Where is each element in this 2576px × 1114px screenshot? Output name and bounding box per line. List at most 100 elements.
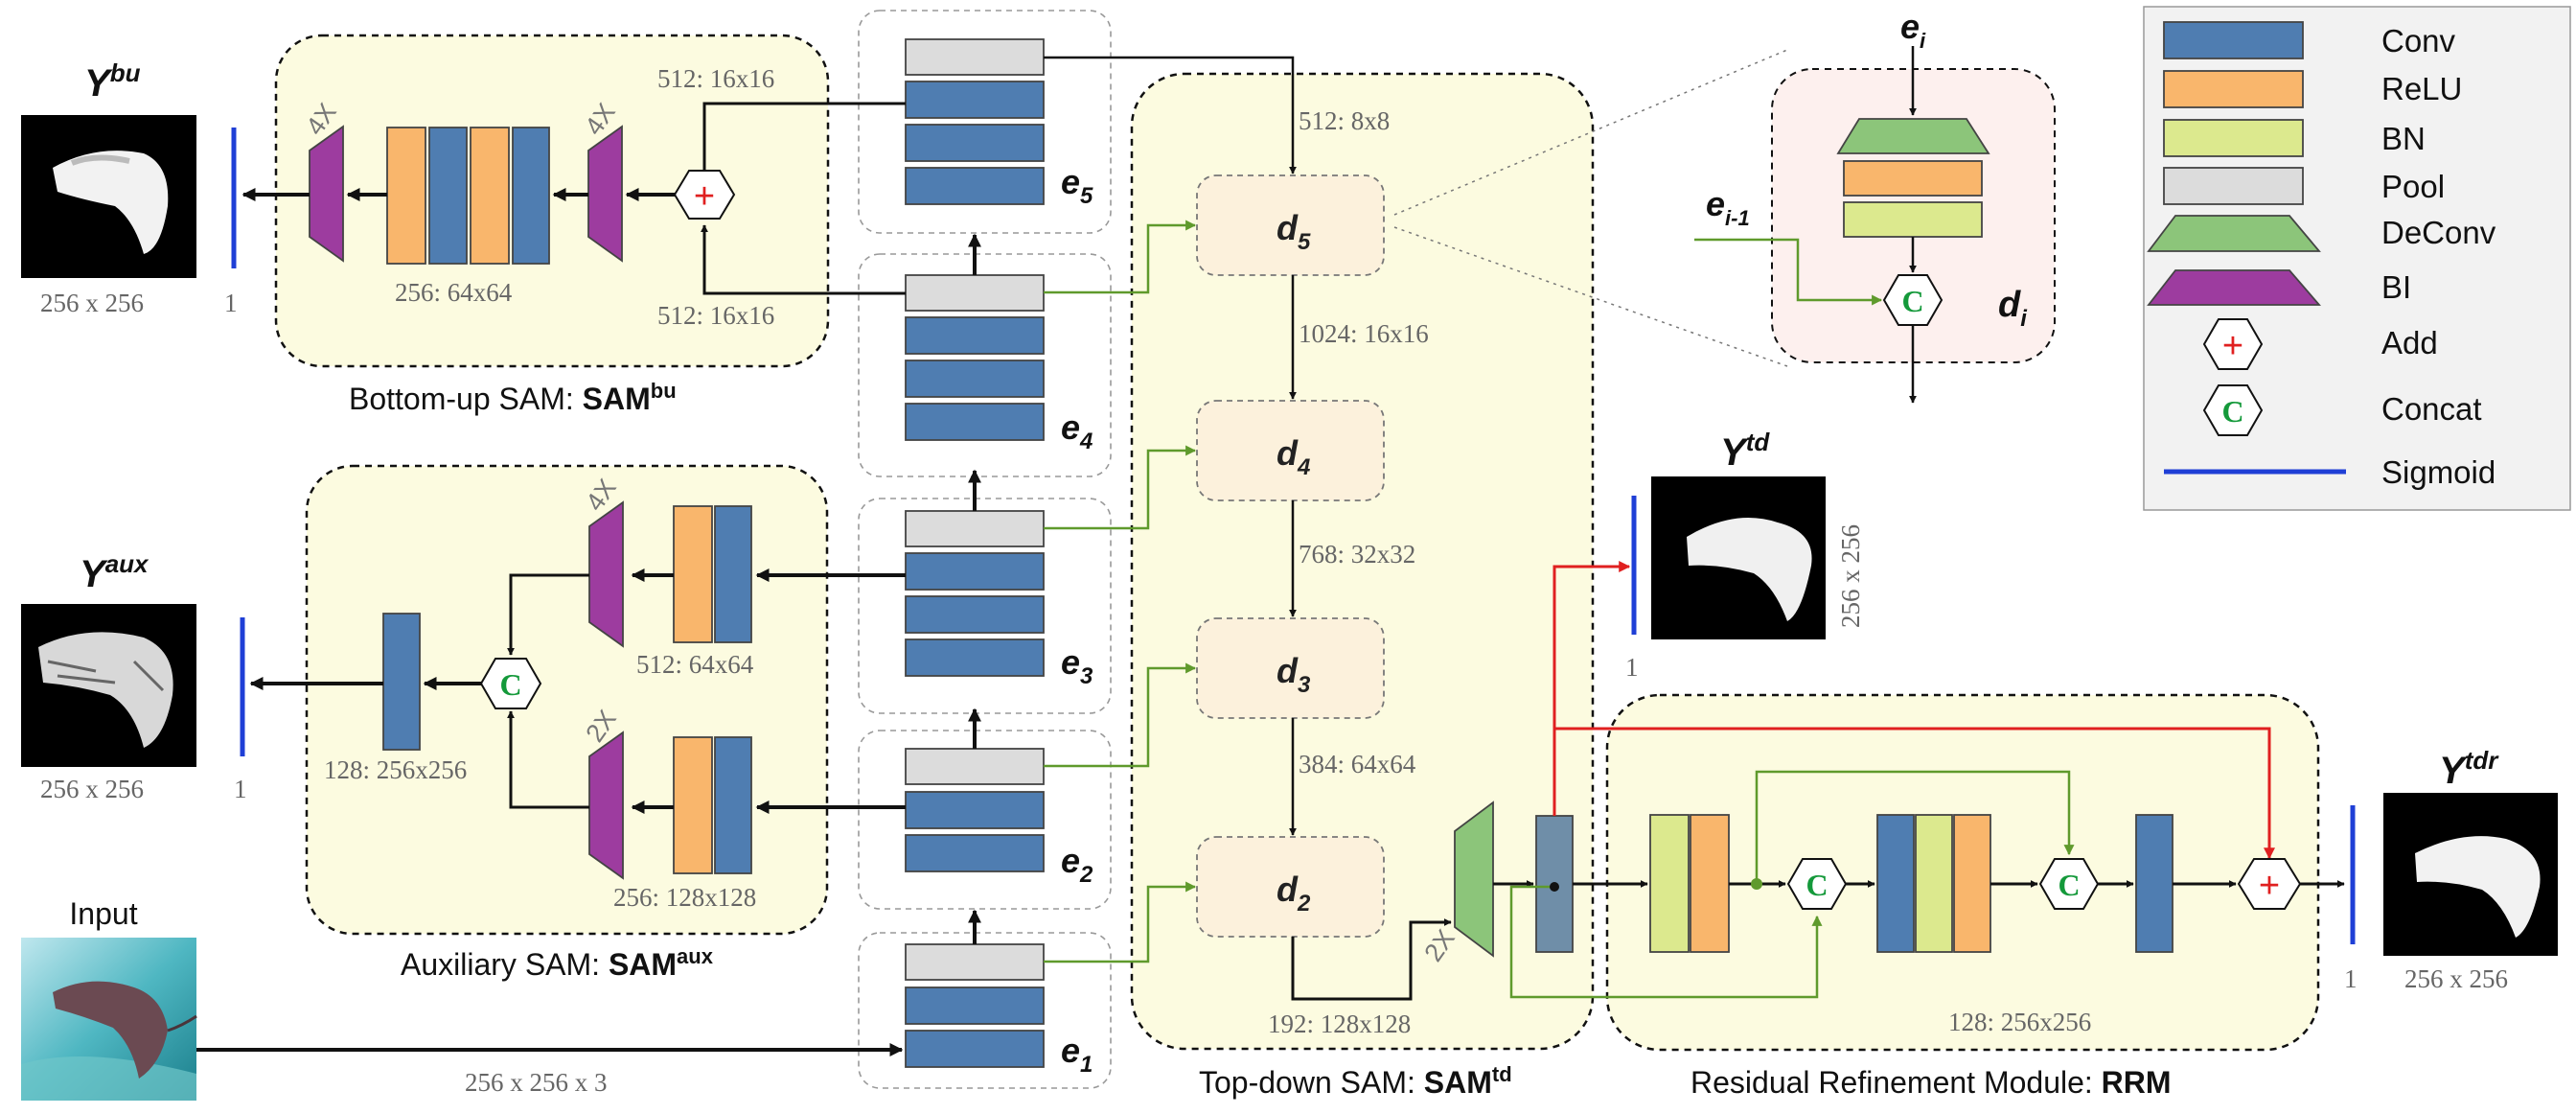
rrm-add: + — [2237, 858, 2302, 910]
td-dims-d5-d4: 1024: 16x16 — [1299, 319, 1429, 348]
bu-pool-line — [701, 102, 906, 180]
encoder-e1-group — [858, 932, 1112, 1089]
skip-connections — [1044, 220, 1197, 963]
pool-block — [905, 748, 1045, 785]
svg-text:+: + — [2222, 326, 2243, 366]
encoder-e2-group — [858, 730, 1112, 910]
y-td-size: 256 x 256 — [1836, 524, 1865, 628]
detail-side-input-label: ei-1 — [1706, 184, 1750, 230]
conv-block — [905, 316, 1045, 355]
y-td-image — [1651, 476, 1826, 639]
td-dims-d4-d3: 768: 32x32 — [1299, 540, 1415, 569]
decoder-d4: d4 — [1196, 400, 1385, 501]
y-tdr-one: 1 — [2344, 964, 2358, 993]
svg-text:C: C — [2058, 868, 2080, 902]
encoder-e2-label: e2 — [1061, 841, 1093, 888]
legend-bn-swatch — [2163, 119, 2304, 157]
bu-dims-bottom: 512: 16x16 — [657, 301, 774, 330]
y-aux-label: Yaux — [80, 549, 150, 595]
aux-dims-conv: 128: 256x256 — [324, 755, 467, 784]
bu-dims-top: 512: 16x16 — [657, 64, 774, 93]
encoder-e2-blocks — [905, 748, 1045, 872]
aux-dims-bottom: 256: 128x128 — [613, 883, 756, 912]
bu-relu-block-2 — [386, 127, 426, 265]
decoder-d3: d3 — [1196, 617, 1385, 719]
conv-block — [905, 986, 1045, 1025]
y-bu-size: 256 x 256 — [40, 289, 144, 317]
svg-text:C: C — [1806, 868, 1828, 902]
encoder-e5-group — [858, 10, 1112, 234]
conv-block — [905, 81, 1045, 119]
decoder-down-arrows — [1044, 56, 1297, 836]
conv-block — [905, 834, 1045, 872]
aux-dims-top: 512: 64x64 — [636, 650, 754, 679]
input-size: 256 x 256 x 3 — [465, 1068, 608, 1097]
conv-block — [905, 360, 1045, 398]
svg-text:+: + — [694, 176, 715, 217]
svg-text:+: + — [2259, 866, 2280, 906]
pool-block — [905, 38, 1045, 76]
aux-title: Auxiliary SAM: SAMaux — [401, 944, 714, 982]
detail-side-arrow — [1694, 238, 1883, 306]
bu-conv-block — [512, 127, 550, 265]
pool-block — [905, 510, 1045, 547]
rrm-bn-block-2 — [1915, 814, 1953, 953]
bu-relu-block — [470, 127, 510, 265]
pool-block — [905, 274, 1045, 312]
svg-text:C: C — [499, 667, 521, 702]
detail-name-label: di — [1998, 285, 2028, 332]
legend-deconv-label: DeConv — [2381, 215, 2496, 250]
conv-block — [905, 167, 1045, 205]
conv-block — [905, 595, 1045, 634]
svg-text:d5: d5 — [1276, 208, 1311, 255]
rrm-dims: 128: 256x256 — [1948, 1008, 2091, 1036]
conv-block — [905, 124, 1045, 162]
td-to-rrm-add-arrow — [1554, 727, 2275, 860]
y-tdr-size: 256 x 256 — [2404, 964, 2508, 993]
encoder-e5-blocks — [905, 38, 1045, 205]
legend: Conv ReLU BN Pool DeConv BI + Add C Conc… — [2143, 6, 2571, 511]
decoder-d5: d5 — [1196, 174, 1385, 276]
bu-pool-line-2 — [701, 224, 906, 295]
y-tdr-label: Ytdr — [2439, 746, 2499, 792]
legend-add-label: Add — [2381, 325, 2438, 360]
bottom-up-sam-box — [274, 34, 830, 368]
detail-concat: C — [1882, 274, 1944, 326]
svg-text:d2: d2 — [1276, 870, 1311, 917]
rrm-bn-block — [1649, 814, 1690, 953]
td-to-rrm-concat-arrow — [1509, 885, 1823, 999]
td-dims-d5-in: 512: 8x8 — [1299, 106, 1390, 135]
aux-bi-block-bottom — [588, 731, 624, 880]
encoder-e3-group — [858, 498, 1112, 714]
y-aux-image — [21, 604, 196, 767]
zoom-line-bottom — [1393, 226, 1788, 367]
zoom-line-top — [1393, 49, 1788, 216]
detail-deconv — [1836, 118, 1990, 154]
y-aux-size: 256 x 256 — [40, 775, 144, 803]
rrm-title: Residual Refinement Module: RRM — [1690, 1065, 2172, 1100]
encoder-e3-label: e3 — [1061, 642, 1093, 689]
svg-text:d4: d4 — [1276, 433, 1310, 480]
aux-conv-block-top — [714, 505, 752, 643]
top-down-sam-box — [1130, 72, 1595, 1051]
rrm-relu-block-2 — [1953, 814, 1991, 953]
rrm-skip-arrow — [1755, 770, 2075, 884]
bu-conv-block-2 — [428, 127, 468, 265]
aux-top-to-concat — [507, 573, 589, 656]
encoder-e5-label: e5 — [1061, 162, 1093, 209]
detail-top-input-label: ei — [1900, 7, 1926, 53]
rrm-concat-2: C — [2038, 858, 2100, 910]
y-aux-one: 1 — [234, 775, 247, 803]
rrm-concat-1: C — [1786, 858, 1848, 910]
legend-conv-swatch — [2163, 21, 2304, 59]
aux-conv-block — [382, 613, 421, 751]
aux-conv-block-bottom — [714, 736, 752, 874]
detail-relu — [1843, 160, 1983, 197]
bu-dims-blocks: 256: 64x64 — [395, 278, 513, 307]
td-dims-d2-out: 192: 128x128 — [1268, 1010, 1411, 1038]
bu-title: Bottom-up SAM: SAMbu — [349, 379, 677, 416]
rrm-relu-block — [1690, 814, 1730, 953]
legend-conv-label: Conv — [2381, 23, 2456, 58]
decoder-d2: d2 — [1196, 836, 1385, 938]
